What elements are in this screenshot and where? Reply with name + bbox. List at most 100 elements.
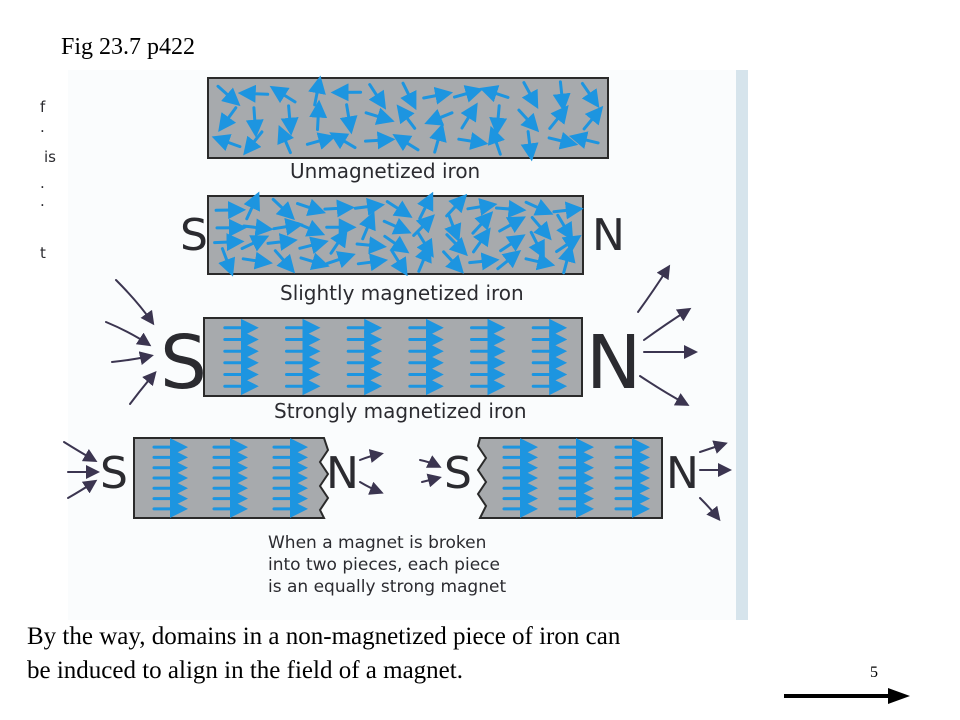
domain-arrow xyxy=(552,80,571,112)
strongly-magnetized-label: Strongly magnetized iron xyxy=(274,399,527,423)
field-lines xyxy=(63,440,732,522)
north-pole-label: N xyxy=(586,320,641,406)
domain-arrow xyxy=(243,191,260,221)
domain-arrow xyxy=(415,243,432,273)
domain-arrow xyxy=(218,247,236,277)
next-slide-arrow-icon[interactable] xyxy=(782,684,912,708)
domain-arrow xyxy=(568,131,600,149)
domain-arrow xyxy=(273,249,296,274)
broken-magnet-left xyxy=(133,437,330,519)
domain-arrow xyxy=(453,85,484,103)
domain-arrow xyxy=(245,106,264,138)
unmagnetized-label: Unmagnetized iron xyxy=(290,159,480,183)
domain-arrow xyxy=(299,252,330,270)
slightly-magnetized-iron-bar xyxy=(207,191,584,277)
domain-arrow xyxy=(489,104,508,136)
domain-arrow xyxy=(528,230,545,260)
domain-arrow xyxy=(468,252,500,271)
domain-arrow xyxy=(296,219,326,237)
domain-arrow xyxy=(305,132,337,150)
margin-fragment: t xyxy=(40,244,46,262)
domain-arrow xyxy=(524,199,554,216)
domain-arrow xyxy=(216,84,241,107)
figure-reference: Fig 23.7 p422 xyxy=(61,34,196,60)
domain-arrow xyxy=(517,108,540,133)
domain-arrow xyxy=(213,233,245,252)
domain-arrow xyxy=(364,107,395,125)
margin-fragment: . xyxy=(40,174,45,192)
south-pole-label: S xyxy=(444,448,472,499)
domain-arrow xyxy=(383,234,410,254)
domain-arrow xyxy=(521,81,539,109)
broken-magnet-right xyxy=(476,437,663,519)
domain-arrow xyxy=(237,84,270,103)
domain-arrow xyxy=(392,134,420,152)
domain-arrow xyxy=(558,243,576,275)
domain-arrow xyxy=(271,197,295,221)
domain-arrow xyxy=(243,130,264,156)
domain-arrow xyxy=(309,99,328,132)
domain-arrow xyxy=(356,253,389,272)
domain-arrow xyxy=(445,193,468,218)
domain-arrow xyxy=(429,123,447,154)
domain-arrow xyxy=(269,85,297,104)
domain-arrow xyxy=(520,130,539,162)
domain-arrow xyxy=(396,104,417,130)
south-pole-label: S xyxy=(100,448,128,499)
domain-arrow xyxy=(298,236,329,255)
domain-arrow xyxy=(382,217,412,235)
margin-fragment: is xyxy=(44,148,56,166)
domain-arrow xyxy=(472,227,491,254)
broken-magnet-caption: into two pieces, each piece xyxy=(268,555,500,575)
domain-arrow xyxy=(556,213,574,242)
page-edge xyxy=(736,70,748,620)
domain-arrow xyxy=(240,235,270,252)
domain-arrow xyxy=(422,86,454,105)
domain-arrow xyxy=(339,103,358,135)
domain-arrow xyxy=(364,131,396,150)
margin-fragment: . xyxy=(40,192,45,210)
domain-arrow xyxy=(424,108,454,126)
domain-arrow xyxy=(460,102,478,130)
domain-arrow xyxy=(355,236,387,255)
domain-arrow xyxy=(530,216,552,241)
domain-arrow xyxy=(277,124,294,155)
magnet-domain-diagram: f . is . . t Unmagnetized iron S N Sligh… xyxy=(40,70,748,620)
domain-arrow xyxy=(548,105,569,130)
domain-arrow xyxy=(329,228,348,255)
domain-arrow xyxy=(457,132,489,150)
domain-arrow xyxy=(466,198,498,216)
domain-arrow xyxy=(323,199,355,218)
broken-magnet-caption: is an equally strong magnet xyxy=(268,577,506,597)
domain-arrow xyxy=(487,125,505,156)
strongly-magnetized-iron-bar xyxy=(203,317,583,397)
north-pole-label: N xyxy=(326,448,359,499)
caption-line: By the way, domains in a non-magnetized … xyxy=(27,623,621,650)
domain-arrow xyxy=(368,83,387,110)
domain-arrow xyxy=(495,199,527,218)
domain-arrow xyxy=(385,200,413,218)
domain-arrow xyxy=(296,198,326,216)
domain-arrow xyxy=(496,249,522,271)
slide-number: 5 xyxy=(870,664,878,681)
broken-magnet-caption: When a magnet is broken xyxy=(268,533,486,553)
domain-arrow xyxy=(325,251,356,269)
domain-arrow xyxy=(499,234,526,253)
domain-arrow xyxy=(280,104,299,136)
domain-arrow xyxy=(552,201,584,220)
domain-arrow xyxy=(359,211,376,241)
unmagnetized-iron-bar xyxy=(207,75,609,162)
domain-arrow xyxy=(242,218,274,237)
domain-arrow xyxy=(547,131,579,150)
domain-arrow xyxy=(524,252,556,271)
domain-arrow xyxy=(211,134,242,152)
slide-caption: By the way, domains in a non-magnetized … xyxy=(27,620,807,688)
domain-arrow xyxy=(498,216,526,234)
domain-arrow xyxy=(580,82,600,109)
domain-arrow xyxy=(241,251,273,270)
domain-arrow xyxy=(329,132,357,150)
field-lines xyxy=(105,264,698,406)
slightly-magnetized-label: Slightly magnetized iron xyxy=(280,281,524,305)
north-pole-label: N xyxy=(666,448,699,499)
domain-arrow xyxy=(445,233,468,257)
